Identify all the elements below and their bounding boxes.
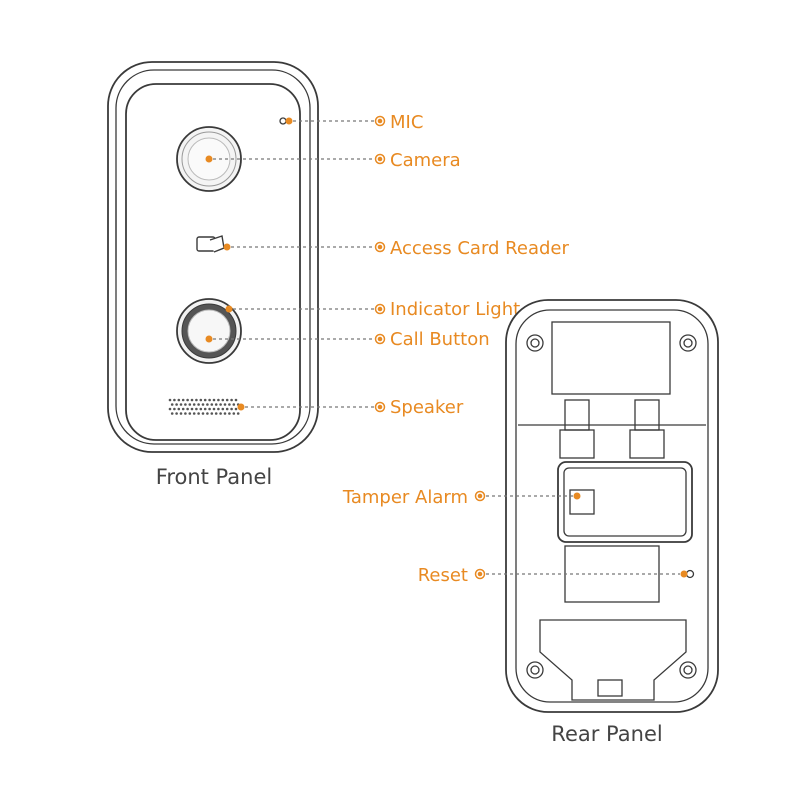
card-reader-target [374,241,386,253]
call-button-label: Call Button [390,329,490,350]
card-reader-icon [196,235,225,253]
tamper-switch [569,489,595,515]
tamper-label: Tamper Alarm [342,487,468,508]
rear-panel-inner-shell [515,309,709,703]
camera-target [374,153,386,165]
tamper-housing-inner [563,467,687,537]
screw-top-right [679,334,697,352]
front-panel-inner-shell [115,69,311,445]
reset-marker [680,570,688,578]
mic-label: MIC [390,112,423,133]
connector-tab-left [559,399,595,459]
camera-label: Camera [390,150,461,171]
call-button-target [374,333,386,345]
reset-target [474,568,486,580]
speaker-grille [168,398,240,415]
front-panel-face [125,83,301,441]
speaker-target [374,401,386,413]
rear-panel-caption: Rear Panel [551,722,662,746]
front-panel-caption: Front Panel [156,465,272,489]
rear-top-plate [551,321,671,395]
card-reader-marker [223,243,231,251]
call-button [176,298,242,364]
mic-hole [279,117,287,125]
rear-panel-outer-shell [505,299,719,713]
rear-panel: Tamper Alarm Reset Rear Panel [342,299,719,746]
front-panel: MIC Camera Access Card Reader Indicator … [107,61,569,489]
card-reader-label: Access Card Reader [390,238,569,259]
tamper-housing [557,461,693,543]
call-button-marker [205,335,213,343]
reset-label: Reset [418,565,468,586]
rear-bottom-bracket [539,619,687,701]
speaker-marker [237,403,245,411]
tamper-marker [573,492,581,500]
screw-top-left [526,334,544,352]
screw-bottom-right [679,661,697,679]
mic-marker [285,117,293,125]
indicator-label: Indicator Light [390,299,520,320]
camera-marker [205,155,213,163]
speaker-label: Speaker [390,397,464,418]
screw-bottom-left [526,661,544,679]
rear-bottom-slot [597,679,623,697]
indicator-marker [225,305,233,313]
connector-tab-right [629,399,665,459]
mic-target [374,115,386,127]
tamper-target [474,490,486,502]
indicator-target [374,303,386,315]
front-panel-outer-shell [107,61,319,453]
